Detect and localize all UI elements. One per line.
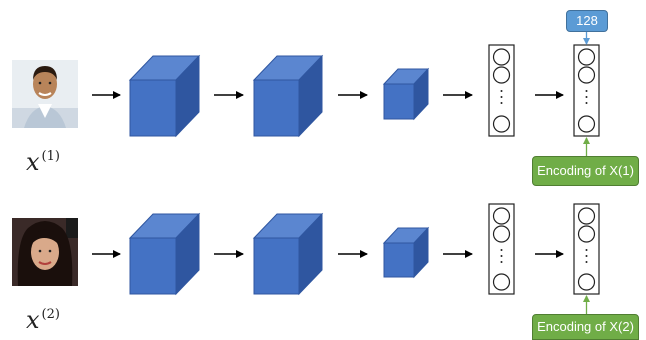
row-2 (12, 203, 600, 314)
input-label-2: x(2) (26, 308, 60, 332)
input-label-1: x(1) (26, 150, 60, 174)
row-1 (12, 30, 600, 156)
conv-volume-large (128, 212, 201, 296)
input-label-superscript: (1) (41, 149, 60, 164)
input-label-variable: x (26, 306, 40, 334)
person-photo-man (12, 60, 78, 128)
encoding-label-2: Encoding of X(2) (532, 314, 639, 340)
encoding-vector (573, 44, 600, 137)
fc-layer-vector (488, 203, 515, 295)
encoding-vector (573, 203, 600, 295)
conv-volume-small (382, 226, 430, 279)
encoding-label-1: Encoding of X(1) (532, 156, 639, 186)
fc-layer-vector (488, 44, 515, 137)
vector-size-badge: 128 (566, 10, 608, 32)
conv-volume-large (252, 54, 324, 138)
conv-volume-large (128, 54, 201, 138)
person-photo-woman (12, 218, 78, 286)
conv-volume-large (252, 212, 324, 296)
conv-volume-small (382, 67, 430, 121)
input-label-variable: x (26, 148, 40, 176)
input-label-superscript: (2) (41, 307, 60, 322)
